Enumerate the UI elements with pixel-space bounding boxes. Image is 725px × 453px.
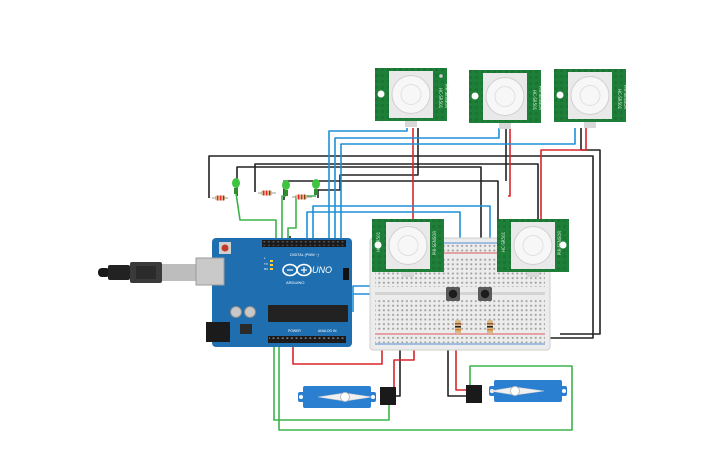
wire-led-1 bbox=[235, 192, 277, 240]
wire-gnd-servo-right bbox=[447, 346, 472, 397]
tx-label: TX bbox=[264, 262, 268, 266]
push-button-icon bbox=[448, 289, 458, 299]
push-button-icon bbox=[480, 289, 490, 299]
led-icon bbox=[232, 178, 240, 188]
pir-label-b: PIR-SENSOR bbox=[432, 231, 437, 255]
pir-sensor-top-left: HC-SR501 PIR-SENSOR bbox=[375, 68, 449, 127]
pir-dome-icon bbox=[388, 226, 428, 265]
wire-gnd-1 bbox=[208, 155, 594, 339]
pir-label-b: PIR-SENSOR bbox=[444, 84, 449, 108]
arduino-uno-board: ARDUINO UNO DIGITAL (PWM ~) POWER ANALOG… bbox=[98, 238, 352, 347]
led-icon bbox=[312, 179, 320, 189]
usb-plug-icon bbox=[98, 262, 196, 283]
board-model-text: UNO bbox=[312, 265, 332, 275]
wire-led-2 bbox=[281, 195, 286, 240]
wire-servo-signal-right bbox=[278, 330, 573, 431]
pir-label-a: HC-SR501 bbox=[501, 231, 506, 252]
servo-left bbox=[298, 386, 396, 408]
pir-sensor-top-right: HC-SR501 PIR-SENSOR bbox=[554, 69, 628, 128]
rx-label: RX bbox=[264, 267, 268, 271]
wire-gnd-pir-right bbox=[560, 128, 601, 335]
wire-led-3 bbox=[287, 195, 316, 240]
wire-signal-pir-left bbox=[328, 128, 408, 240]
power-header-label: POWER bbox=[288, 329, 301, 333]
pir-label-a: HC-SR501 bbox=[438, 88, 443, 109]
arduino-logo-icon bbox=[282, 263, 312, 277]
wire-vcc-arduino bbox=[292, 346, 383, 365]
pir-sensor-top-center: HC-SR501 PIR-SENSOR bbox=[469, 70, 543, 129]
pir-label-b: PIR-SENSOR bbox=[538, 86, 543, 110]
pir-sensor-board-right: HC-SR501 PIR-SENSOR bbox=[497, 219, 569, 277]
servo-right bbox=[466, 380, 567, 403]
pir-dome-icon bbox=[570, 76, 610, 115]
wire-signal-pir-right bbox=[340, 128, 576, 240]
wire-vcc-pir-right bbox=[540, 128, 587, 222]
resistor-led-2 bbox=[258, 190, 276, 196]
pir-dome-icon bbox=[485, 77, 525, 116]
pir-label-a: HC-SR501 bbox=[376, 231, 381, 252]
wire-gnd-2 bbox=[236, 166, 482, 240]
pir-label-a: HC-SR501 bbox=[617, 89, 622, 110]
pir-label-b: PIR-SENSOR bbox=[557, 231, 562, 255]
led-3 bbox=[312, 179, 320, 195]
wire-vcc-pir-center bbox=[508, 128, 511, 197]
resistor-pulldown-1 bbox=[455, 320, 461, 334]
resistor-led-3 bbox=[292, 194, 312, 200]
pir-sensor-board-left: HC-SR501 PIR-SENSOR bbox=[372, 219, 444, 277]
pir-label-a: HC-SR501 bbox=[532, 90, 537, 111]
wire-servo-signal-left bbox=[273, 320, 390, 421]
resistor-pulldown-2 bbox=[487, 320, 493, 334]
board-brand-text: ARDUINO bbox=[286, 280, 304, 285]
push-button-1[interactable] bbox=[446, 287, 460, 301]
wire-signal-pir-center bbox=[334, 128, 500, 240]
pir-dome-icon bbox=[513, 226, 553, 265]
analog-header-label: ANALOG IN bbox=[318, 329, 337, 333]
led-1 bbox=[232, 178, 240, 194]
push-button-2[interactable] bbox=[478, 287, 492, 301]
l-label: L bbox=[264, 256, 266, 260]
wire-vcc-servo-right bbox=[455, 346, 470, 391]
pir-dome-icon bbox=[391, 75, 431, 114]
led-2 bbox=[282, 180, 290, 196]
reset-button[interactable] bbox=[221, 244, 229, 252]
wire-gnd-3 bbox=[254, 163, 539, 248]
pir-label-b: PIR-SENSOR bbox=[623, 85, 628, 109]
digital-header-label: DIGITAL (PWM ~) bbox=[290, 253, 319, 257]
led-icon bbox=[282, 180, 290, 190]
resistor-led-1 bbox=[212, 195, 228, 201]
